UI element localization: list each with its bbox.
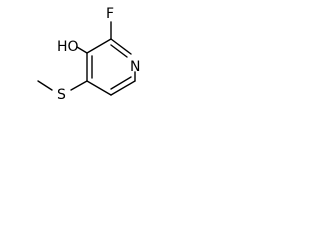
fluorine-label: F [106,6,114,22]
sulfur-label: S [57,87,66,103]
bond-n-c2 [110,38,132,55]
bond-c4-s [70,80,88,91]
bond-c2-c3 [86,38,112,54]
molecule-diagram: F HO N S [37,6,140,103]
bond-s-ch3 [37,80,53,91]
bond-c4-c5 [86,80,112,96]
nitrogen-label: N [130,59,140,75]
bond-c3-o [76,46,88,54]
bond-c5-c6 [110,80,136,96]
hydroxyl-label: HO [57,39,79,55]
double-bond-n-c2-inner [110,44,128,58]
double-bond-c5-c6-inner [110,76,132,90]
pyridine-ring [86,38,136,96]
